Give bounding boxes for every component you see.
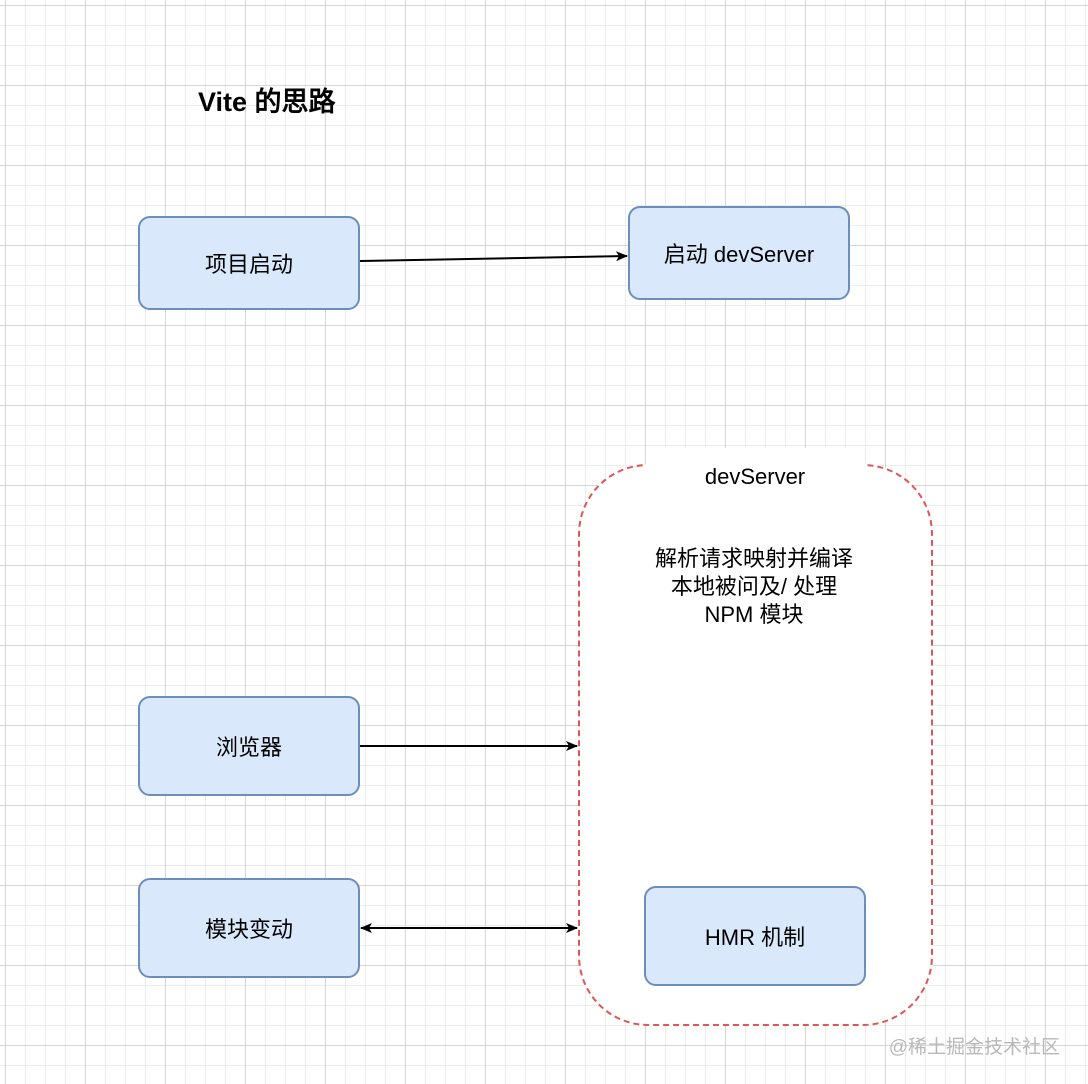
description-line: 本地被问及/ 处理 [670,574,838,599]
description-line: NPM 模块 [704,602,804,627]
devserver-description: 解析请求映射并编译 本地被问及/ 处理 NPM 模块 [600,545,908,629]
project-start-node: 项目启动 [138,216,360,310]
diagram-title: Vite 的思路 [198,87,336,117]
description-line: 解析请求映射并编译 [654,546,853,571]
watermark: @稀土掘金技术社区 [888,1037,1060,1058]
browser-node: 浏览器 [138,696,360,796]
start-devserver-node: 启动 devServer [628,206,850,300]
module-change-node: 模块变动 [138,878,360,978]
hmr-node: HMR 机制 [644,886,866,986]
devserver-group-label: devServer [646,448,864,498]
arrow-start-to-devserver [359,251,628,262]
